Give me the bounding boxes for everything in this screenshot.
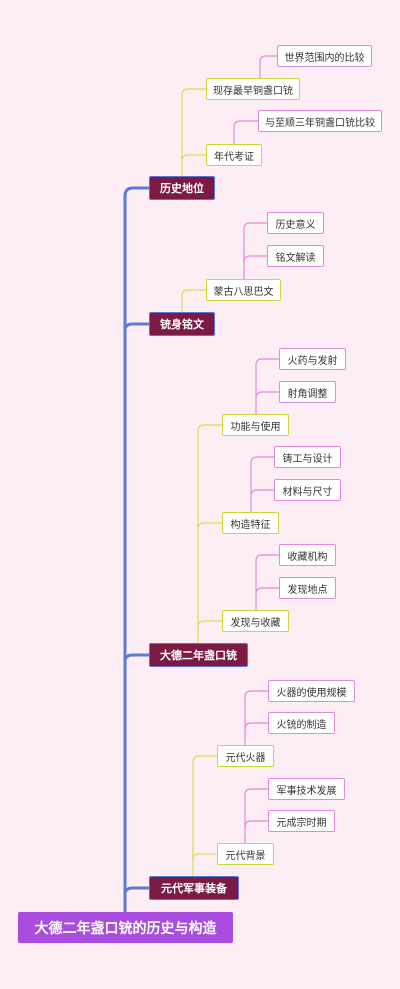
- sub-node-yuan-firearms[interactable]: 元代火器: [217, 745, 274, 767]
- sub-node-structure[interactable]: 构造特征: [222, 512, 279, 534]
- trunk-line-inscription: [123, 322, 151, 332]
- trunk-line-history: [123, 186, 151, 914]
- sub-lines-inscription-link-0: [181, 289, 207, 297]
- sub-lines-history-link-0: [181, 88, 207, 96]
- sub-lines-yuan-military-link-0: [192, 755, 218, 763]
- sub-lines-dade-gun-link-1: [197, 522, 223, 530]
- leaf-node-interpretation[interactable]: 铭文解读: [267, 245, 324, 267]
- leaf-node-casting-design[interactable]: 铸工与设计: [274, 446, 341, 468]
- sub-lines-dade-gun-link-0: [197, 424, 223, 432]
- branch-node-dade-gun[interactable]: 大德二年盏口铳: [149, 643, 248, 667]
- sub-lines-dade-gun-link-2: [197, 620, 223, 628]
- trunk-line-yuan-military: [123, 886, 151, 896]
- leaf-node-collection-org[interactable]: 收藏机构: [279, 544, 336, 566]
- leaf-node-discovery-site[interactable]: 发现地点: [279, 577, 336, 599]
- sub-lines-yuan-military-link-1: [192, 853, 218, 861]
- leaf-lines-yuan-background-link-0: [244, 788, 269, 796]
- leaf-node-angle-adjust[interactable]: 射角调整: [279, 381, 336, 403]
- leaf-node-significance[interactable]: 历史意义: [267, 212, 324, 234]
- leaf-lines-structure-link-1: [250, 489, 275, 497]
- leaf-node-tech-development[interactable]: 军事技术发展: [268, 778, 345, 800]
- leaf-lines-phags-pa-link-0: [243, 222, 268, 230]
- leaf-node-zhishun-compare[interactable]: 与至顺三年铜盏口铳比较: [258, 110, 382, 132]
- sub-node-earliest[interactable]: 现存最早铜盏口铳: [206, 78, 300, 100]
- sub-lines-history-link-1: [181, 154, 207, 162]
- leaf-node-chengzong-era[interactable]: 元成宗时期: [268, 810, 335, 832]
- leaf-lines-yuan-firearms-link-1: [244, 722, 269, 730]
- leaf-lines-yuan-background-link-1: [244, 820, 269, 828]
- leaf-lines-function-link-1: [255, 391, 280, 399]
- leaf-lines-phags-pa-link-1: [243, 255, 268, 263]
- leaf-lines-function-link-0: [255, 358, 280, 366]
- sub-node-phags-pa[interactable]: 蒙古八思巴文: [206, 279, 281, 301]
- leaf-lines-dating-link-0: [233, 120, 259, 128]
- leaf-node-material-size[interactable]: 材料与尺寸: [274, 479, 341, 501]
- branch-node-inscription[interactable]: 铳身铭文: [149, 312, 215, 336]
- root-node[interactable]: 大德二年盏口铳的历史与构造: [18, 912, 233, 943]
- leaf-node-gun-making[interactable]: 火铳的制造: [268, 712, 335, 734]
- branch-node-yuan-military[interactable]: 元代军事装备: [149, 876, 239, 900]
- sub-node-yuan-background[interactable]: 元代背景: [217, 843, 274, 865]
- sub-node-discovery[interactable]: 发现与收藏: [222, 610, 289, 632]
- leaf-lines-structure-link-0: [250, 456, 275, 464]
- leaf-lines-discovery-link-1: [255, 587, 280, 595]
- leaf-node-powder-firing[interactable]: 火药与发射: [279, 348, 346, 370]
- leaf-lines-earliest-link-0: [259, 55, 278, 63]
- leaf-node-world-compare[interactable]: 世界范围内的比较: [277, 45, 372, 67]
- leaf-node-firearm-scale[interactable]: 火器的使用规模: [268, 680, 355, 702]
- sub-node-dating[interactable]: 年代考证: [206, 144, 262, 166]
- sub-node-function[interactable]: 功能与使用: [222, 414, 289, 436]
- trunk-line-dade-gun: [123, 653, 151, 663]
- branch-node-history[interactable]: 历史地位: [149, 176, 215, 200]
- leaf-lines-yuan-firearms-link-0: [244, 690, 269, 698]
- leaf-lines-discovery-link-0: [255, 554, 280, 562]
